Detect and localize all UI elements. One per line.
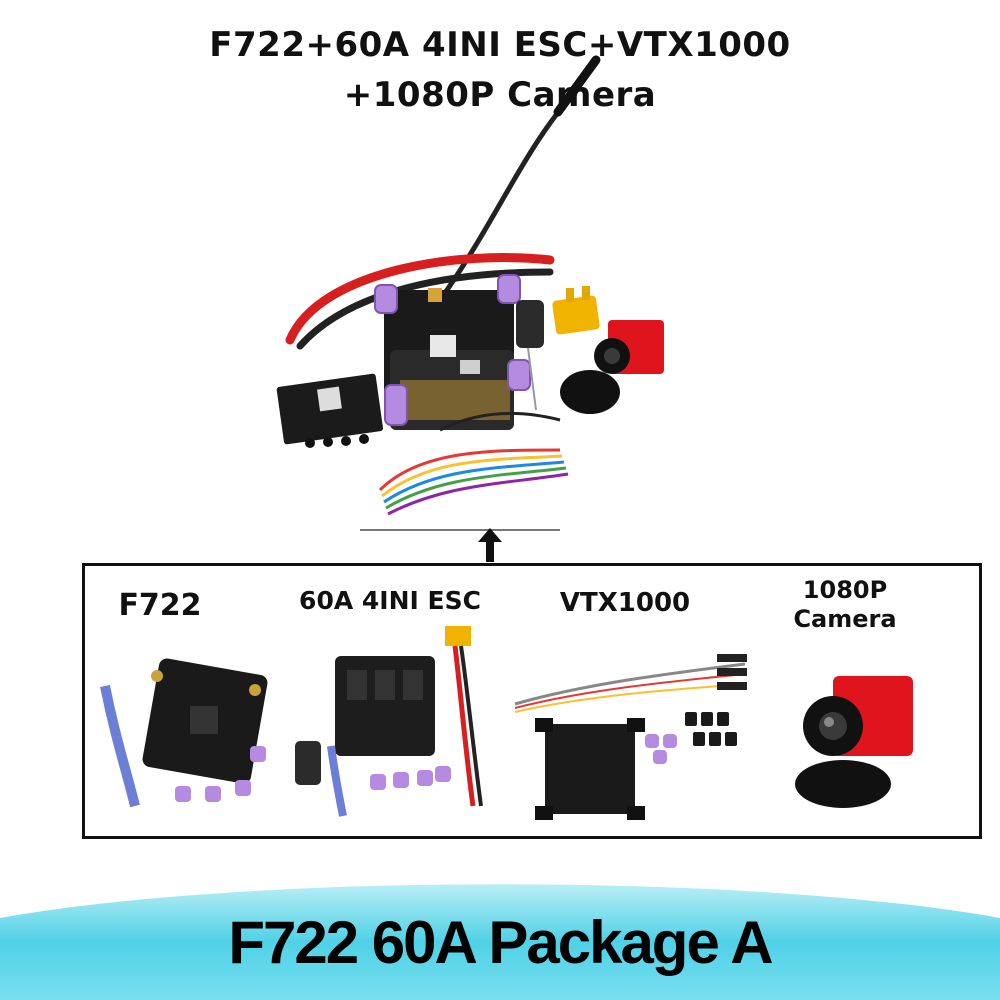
flight-controller-stack — [374, 274, 531, 430]
package-title-line2: +1080P Camera — [343, 75, 657, 115]
footer-title: F722 60A Package A — [228, 909, 773, 976]
label-f722: F722 — [118, 588, 202, 623]
vtx-board-image — [514, 654, 747, 820]
camera-image — [795, 676, 913, 808]
power-wires — [285, 253, 555, 350]
package-title-line1: F722+60A 4INI ESC+VTX1000 — [209, 25, 791, 65]
capacitor — [516, 300, 544, 411]
assembled-stack-photo — [276, 55, 664, 531]
esc-board-image — [295, 626, 483, 817]
f722-board-image — [100, 658, 268, 808]
camera-1080p — [560, 320, 664, 414]
cable-harness — [360, 411, 569, 531]
label-vtx: VTX1000 — [559, 588, 691, 618]
xt60-connector — [552, 286, 600, 335]
components-panel: F722 60A 4INI ESC VTX1000 1080P Camera — [82, 563, 982, 839]
vtx-antenna — [437, 55, 601, 302]
label-esc: 60A 4INI ESC — [299, 586, 481, 615]
footer-band — [0, 884, 1000, 1000]
up-arrow-icon — [478, 528, 502, 562]
osd-board — [276, 373, 384, 448]
label-camera: 1080P Camera — [793, 576, 897, 633]
